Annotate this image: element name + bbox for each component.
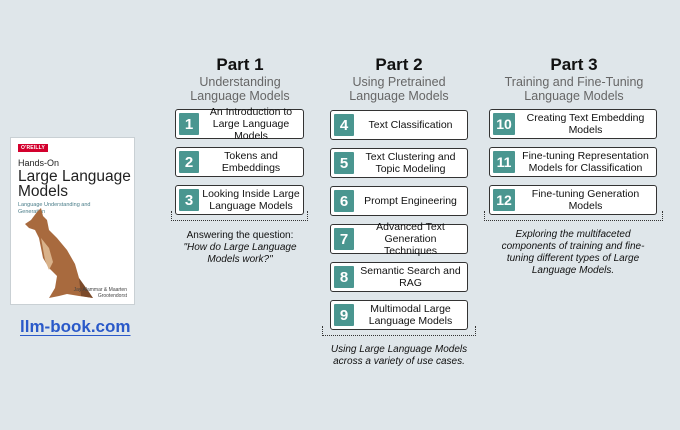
publisher-logo: O'REILLY <box>18 144 48 152</box>
kangaroo-illustration <box>25 208 93 298</box>
chapter-5: 5 Text Clustering and Topic Modeling <box>330 148 468 178</box>
chapter-7: 7 Advanced Text Generation Techniques <box>330 221 468 257</box>
part-subtitle-line-1: Using Pretrained <box>352 75 446 89</box>
book-title-line-2: Large Language <box>18 168 131 185</box>
chapter-title: Text Clustering and Topic Modeling <box>365 151 456 175</box>
part-2-bracket <box>322 326 476 336</box>
chapter-title: Tokens and Embeddings <box>221 150 281 174</box>
part-title: Part 3 <box>550 55 598 74</box>
part-3-note: Exploring the multifaceted components of… <box>480 229 666 277</box>
chapter-title: Fine-tuning Representation Models for Cl… <box>522 150 649 174</box>
part-1-heading: Part 1 Understanding Language Models <box>175 55 305 103</box>
chapter-6: 6 Prompt Engineering <box>330 186 468 216</box>
part-title: Part 1 <box>216 55 264 74</box>
chapter-4: 4 Text Classification <box>330 110 468 140</box>
chapter-title: Advanced Text Generation Techniques <box>376 221 445 257</box>
part-2-note: Using Large Language Models across a var… <box>310 344 488 368</box>
book-title-line-1: Hands-On <box>18 158 60 168</box>
note-line-1: Exploring the multifaceted <box>515 229 631 240</box>
part-subtitle-line-1: Training and Fine-Tuning <box>504 75 644 89</box>
book-authors: Jay Alammar & Maarten Grootendorst <box>73 287 127 299</box>
note-line-3: Models work?" <box>207 254 273 265</box>
chapter-number: 7 <box>334 228 354 250</box>
note-line-4: Language Models. <box>531 265 615 276</box>
chapter-number: 10 <box>493 113 515 135</box>
book-cover: O'REILLY Hands-On Large Language Models … <box>10 137 135 305</box>
chapter-number: 6 <box>334 190 354 212</box>
chapter-1: 1 An Introduction to Large Language Mode… <box>175 106 304 142</box>
part-subtitle-line-1: Understanding <box>199 75 281 89</box>
chapter-title: Semantic Search and RAG <box>360 265 461 289</box>
chapter-number: 11 <box>493 151 515 173</box>
note-line-2: across a variety of use cases. <box>333 356 465 367</box>
chapter-number: 3 <box>179 189 199 211</box>
chapter-3: 3 Looking Inside Large Language Models <box>175 185 304 215</box>
chapter-number: 4 <box>334 114 354 136</box>
note-line-2: "How do Large Language <box>183 242 297 253</box>
chapter-title: Text Classification <box>368 119 453 131</box>
note-line-1: Answering the question: <box>186 230 294 241</box>
note-line-1: Using Large Language Models <box>330 344 468 355</box>
chapter-title: Prompt Engineering <box>364 195 457 207</box>
chapter-number: 5 <box>334 152 354 174</box>
book-title-line-3: Models <box>18 183 68 200</box>
part-1-bracket <box>171 211 308 221</box>
chapter-11: 11 Fine-tuning Representation Models for… <box>489 147 657 177</box>
chapter-title: Fine-tuning Generation Models <box>531 188 640 212</box>
chapter-number: 12 <box>493 189 515 211</box>
chapter-number: 8 <box>334 266 354 288</box>
chapter-8: 8 Semantic Search and RAG <box>330 262 468 292</box>
chapter-9: 9 Multimodal Large Language Models <box>330 300 468 330</box>
part-subtitle-line-2: Language Models <box>349 89 449 103</box>
chapter-title: An Introduction to Large Language Models <box>209 106 293 142</box>
part-subtitle-line-2: Language Models <box>190 89 290 103</box>
book-subtitle: Language Understanding and Generation <box>18 202 91 215</box>
part-3-bracket <box>484 211 663 221</box>
chapter-number: 9 <box>334 304 354 326</box>
book-website-link[interactable]: llm-book.com <box>20 317 131 336</box>
note-line-3: tuning different types of Large <box>506 253 640 264</box>
chapter-title: Multimodal Large Language Models <box>368 303 453 327</box>
part-3-heading: Part 3 Training and Fine-Tuning Language… <box>490 55 658 103</box>
part-2-heading: Part 2 Using Pretrained Language Models <box>330 55 468 103</box>
chapter-title: Looking Inside Large Language Models <box>202 188 300 212</box>
chapter-title: Creating Text Embedding Models <box>526 112 645 136</box>
book-title-main: Large Language Models <box>18 168 134 200</box>
chapter-number: 1 <box>179 113 199 135</box>
part-1-note: Answering the question: "How do Large La… <box>160 230 320 266</box>
chapter-2: 2 Tokens and Embeddings <box>175 147 304 177</box>
chapter-12: 12 Fine-tuning Generation Models <box>489 185 657 215</box>
note-line-2: components of training and fine- <box>501 241 645 252</box>
part-title: Part 2 <box>375 55 423 74</box>
part-subtitle-line-2: Language Models <box>524 89 624 103</box>
chapter-10: 10 Creating Text Embedding Models <box>489 109 657 139</box>
chapter-number: 2 <box>179 151 199 173</box>
